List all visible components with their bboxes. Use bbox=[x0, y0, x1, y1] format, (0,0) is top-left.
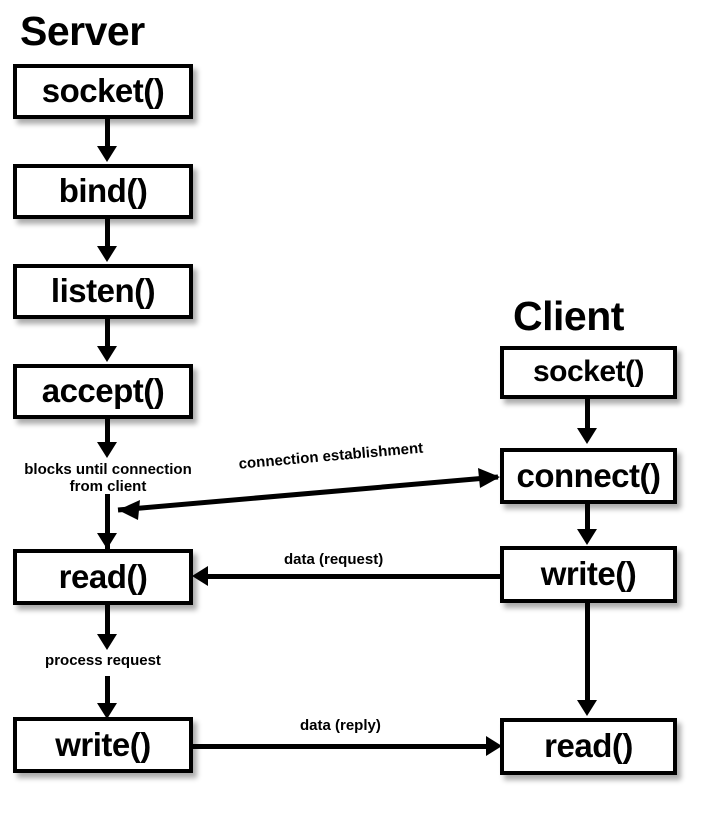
connector-client-connect-write bbox=[585, 504, 590, 532]
server-step-read[interactable]: read() bbox=[13, 549, 193, 605]
annotation-data-reply: data (reply) bbox=[297, 717, 384, 735]
connector-server-socket-bind bbox=[105, 119, 110, 149]
connector-server-block-read bbox=[105, 494, 110, 549]
client-step-read-label: read() bbox=[544, 727, 633, 764]
arrowhead-client-write-read bbox=[577, 700, 597, 716]
server-step-bind[interactable]: bind() bbox=[13, 164, 193, 219]
annotation-process-request: process request bbox=[18, 652, 188, 669]
client-step-socket[interactable]: socket() bbox=[500, 346, 677, 399]
arrowhead-server-bind-listen bbox=[97, 246, 117, 262]
server-step-accept-label: accept() bbox=[41, 372, 165, 409]
server-step-socket[interactable]: socket() bbox=[13, 64, 193, 119]
annotation-blocks-until-connection: blocks until connection from client bbox=[0, 461, 216, 496]
annotation-blocks-line2: from client bbox=[69, 478, 147, 496]
arrowhead-server-socket-bind bbox=[97, 146, 117, 162]
client-step-read[interactable]: read() bbox=[500, 718, 677, 775]
connector-server-accept-block bbox=[105, 419, 110, 447]
connector-client-socket-connect bbox=[585, 399, 590, 431]
connector-server-read-process bbox=[105, 605, 110, 638]
annotation-data-request: data (request) bbox=[281, 551, 387, 569]
arrowhead-server-read-process bbox=[97, 634, 117, 650]
connector-data-reply bbox=[193, 744, 493, 749]
client-step-socket-label: socket() bbox=[532, 354, 645, 388]
server-column-title: Server bbox=[20, 8, 145, 54]
annotation-process-request-text: process request bbox=[45, 652, 161, 669]
client-column-title: Client bbox=[513, 293, 624, 339]
server-step-write[interactable]: write() bbox=[13, 717, 193, 773]
connector-data-request bbox=[200, 574, 500, 579]
client-step-write[interactable]: write() bbox=[500, 546, 677, 603]
arrowhead-server-accept-block bbox=[97, 442, 117, 458]
connector-server-bind-listen bbox=[105, 219, 110, 249]
server-step-bind-label: bind() bbox=[58, 172, 148, 209]
arrowhead-data-reply bbox=[486, 736, 502, 756]
server-step-accept[interactable]: accept() bbox=[13, 364, 193, 419]
annotation-blocks-line1: blocks until connection bbox=[24, 461, 192, 478]
arrowhead-client-socket-connect bbox=[577, 428, 597, 444]
client-step-connect[interactable]: connect() bbox=[500, 448, 677, 504]
server-step-socket-label: socket() bbox=[41, 72, 165, 109]
connector-server-listen-accept bbox=[105, 319, 110, 349]
client-step-write-label: write() bbox=[540, 555, 637, 592]
annotation-connection-establishment: connection establishment bbox=[235, 439, 427, 474]
arrowhead-data-request bbox=[192, 566, 208, 586]
arrowhead-server-listen-accept bbox=[97, 346, 117, 362]
arrowhead-server-block-read bbox=[97, 533, 117, 549]
server-step-listen-label: listen() bbox=[50, 272, 156, 309]
server-step-listen[interactable]: listen() bbox=[13, 264, 193, 319]
server-step-read-label: read() bbox=[58, 557, 148, 595]
connector-server-process-write bbox=[105, 676, 110, 706]
arrowhead-client-connect-write bbox=[577, 529, 597, 545]
arrowhead-server-process-write bbox=[97, 703, 117, 719]
connector-client-write-read bbox=[585, 603, 590, 701]
server-step-write-label: write() bbox=[55, 725, 151, 763]
client-step-connect-label: connect() bbox=[516, 456, 662, 494]
